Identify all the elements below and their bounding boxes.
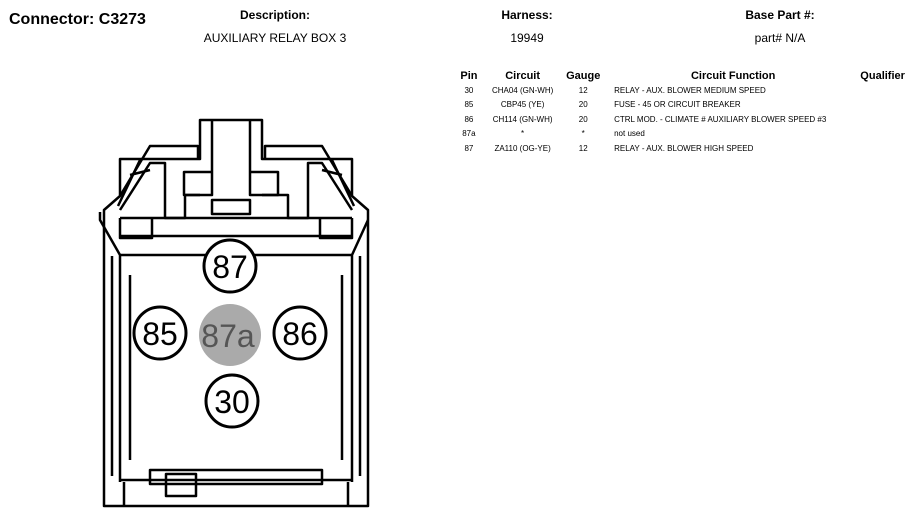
cell-pin: 87a — [462, 129, 476, 139]
pin-87: 87 — [202, 238, 258, 294]
connector-id: C3273 — [98, 11, 146, 28]
ridge-right-block — [318, 218, 354, 240]
cell-gauge: 12 — [578, 85, 588, 95]
pin-87-circle — [202, 238, 258, 294]
pin-85: 85 — [132, 305, 188, 361]
center-latch — [182, 120, 280, 197]
harness-value: 19949 — [510, 31, 544, 45]
header-qualifier: Qualifier — [860, 69, 905, 82]
cell-function: not used — [614, 129, 645, 139]
top-latch-left — [118, 144, 200, 220]
harness-label: Harness: — [501, 8, 553, 22]
ridge-bar — [120, 216, 352, 238]
pin-87a-circle — [199, 304, 261, 366]
cell-pin: 85 — [464, 100, 474, 110]
cell-function: CTRL MOD. - CLIMATE # AUXILIARY BLOWER S… — [614, 114, 827, 124]
table-row: 87 ZA110 (OG-YE) 12 RELAY - AUX. BLOWER … — [455, 141, 913, 156]
cell-circuit: ZA110 (OG-YE) — [494, 143, 551, 153]
table-row: 87a * * not used — [455, 127, 913, 142]
base-part-block: Base Part #: part# N/A — [710, 8, 850, 45]
cell-circuit: * — [521, 129, 525, 139]
bottom-latch — [122, 468, 350, 506]
cell-function: FUSE - 45 OR CIRCUIT BREAKER — [614, 100, 741, 110]
pin-86: 86 — [272, 305, 328, 361]
header-function: Circuit Function — [690, 69, 776, 82]
cell-pin: 87 — [464, 143, 474, 153]
header-gauge: Gauge — [566, 69, 601, 82]
pin-85-label: 85 — [142, 316, 178, 352]
cell-gauge: 20 — [578, 100, 588, 110]
right-side-wall — [340, 256, 362, 476]
pin-85-circle — [132, 305, 188, 361]
cell-gauge: 20 — [578, 114, 588, 124]
pin-30: 30 — [204, 373, 260, 429]
harness-block: Harness: 19949 — [477, 8, 577, 45]
center-tab — [210, 198, 252, 216]
cell-gauge: 12 — [578, 143, 588, 153]
ridge-left-block — [118, 218, 154, 240]
pin-86-label: 86 — [282, 316, 318, 352]
cell-pin: 30 — [464, 85, 474, 95]
cell-function: RELAY - AUX. BLOWER MEDIUM SPEED — [614, 85, 766, 95]
pin-87-label: 87 — [212, 249, 248, 285]
header-pin: Pin — [460, 69, 478, 82]
left-side-wall — [110, 256, 132, 476]
left-finger — [116, 159, 151, 207]
base-part-label: Base Part #: — [745, 8, 815, 22]
connector-label: Connector: — [9, 11, 95, 28]
cell-circuit: CBP45 (YE) — [500, 100, 545, 110]
cell-function: RELAY - AUX. BLOWER HIGH SPEED — [614, 143, 754, 153]
pin-30-label: 30 — [214, 384, 250, 420]
base-part-value: part# N/A — [754, 31, 806, 45]
description-label: Description: — [239, 8, 310, 22]
description-value: AUXILIARY RELAY BOX 3 — [203, 31, 347, 45]
table-row: 30 CHA04 (GN-WH) 12 RELAY - AUX. BLOWER … — [455, 83, 913, 98]
right-finger — [321, 159, 356, 207]
pinout-table: Pin Circuit Gauge Circuit Function Quali… — [455, 68, 913, 156]
pin-87a-label: 87a — [201, 318, 255, 354]
cell-circuit: CH114 (GN-WH) — [492, 114, 553, 124]
connector-title: Connector: C3273 — [9, 11, 146, 29]
pin-30-circle — [204, 373, 260, 429]
top-latch-right — [262, 144, 354, 220]
table-header-row: Pin Circuit Gauge Circuit Function Quali… — [455, 68, 913, 83]
table-row: 85 CBP45 (YE) 20 FUSE - 45 OR CIRCUIT BR… — [455, 98, 913, 113]
table-row: 86 CH114 (GN-WH) 20 CTRL MOD. - CLIMATE … — [455, 112, 913, 127]
pin-87a: 87a — [199, 304, 261, 366]
pin-86-circle — [272, 305, 328, 361]
cell-gauge: * — [581, 129, 585, 139]
cell-pin: 86 — [464, 114, 474, 124]
description-block: Description: AUXILIARY RELAY BOX 3 — [175, 8, 375, 45]
cell-circuit: CHA04 (GN-WH) — [491, 85, 554, 95]
bottom-key — [164, 472, 198, 498]
header-circuit: Circuit — [505, 69, 541, 82]
